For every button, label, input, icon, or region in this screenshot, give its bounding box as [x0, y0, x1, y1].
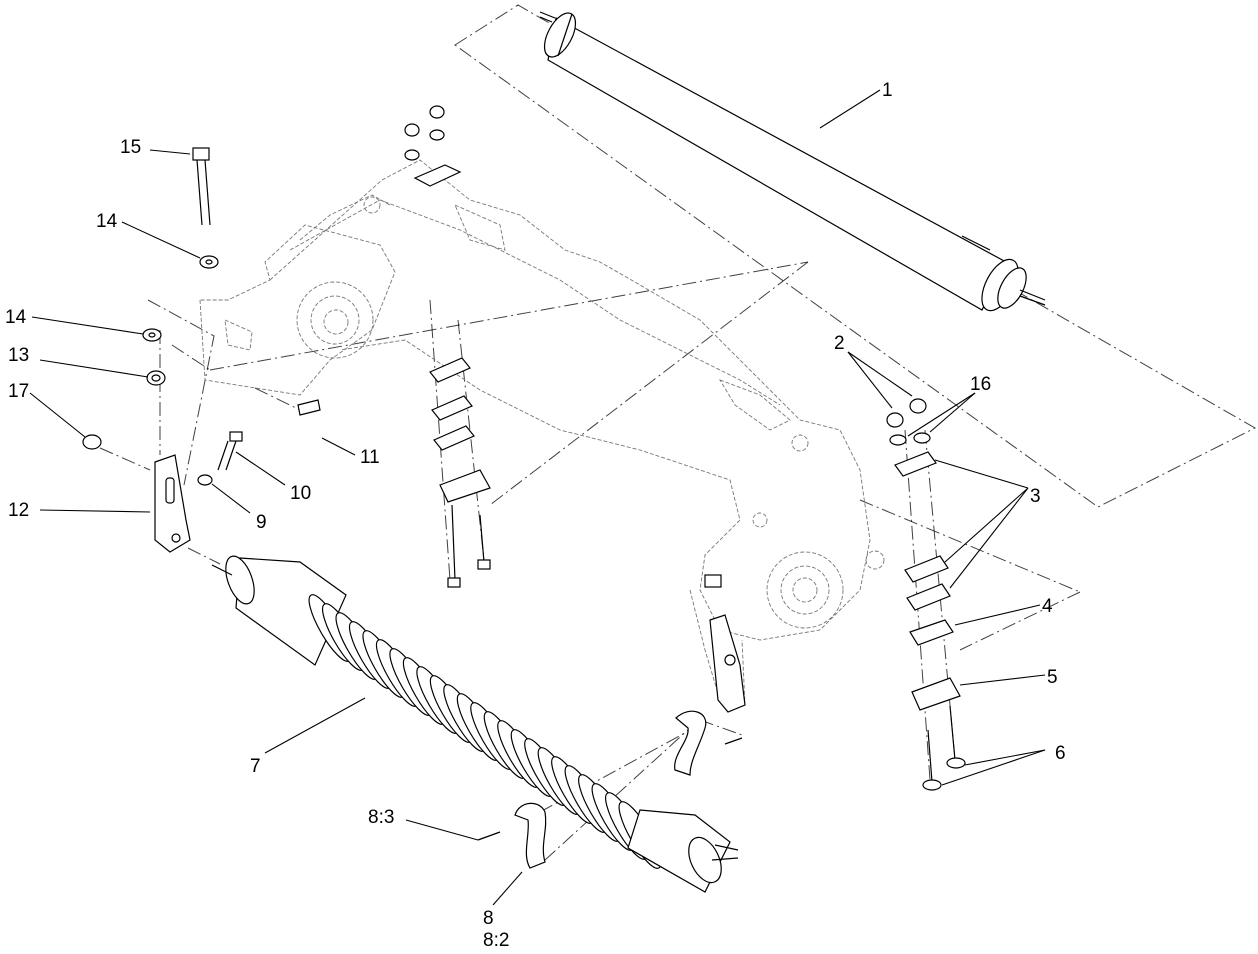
- callout-17: 17: [8, 381, 29, 402]
- callout-9: 9: [256, 512, 267, 533]
- right-bracket: [704, 574, 746, 713]
- callout-8: 8: [483, 908, 494, 929]
- callout-1: 1: [882, 80, 893, 101]
- front-roller: [539, 11, 1046, 312]
- callout-12: 12: [8, 500, 29, 521]
- callout-3: 3: [1030, 486, 1041, 507]
- shim-stacks: [413, 164, 966, 791]
- callout-8-3: 8:3: [368, 807, 394, 828]
- callout-14-upper: 14: [96, 211, 118, 232]
- leader-lines: [29, 89, 1046, 906]
- callout-4: 4: [1042, 596, 1053, 617]
- callout-11: 11: [360, 447, 380, 468]
- callout-2: 2: [834, 333, 845, 354]
- callout-5: 5: [1047, 667, 1058, 688]
- callout-6: 6: [1055, 743, 1066, 764]
- callout-15: 15: [120, 137, 141, 158]
- roller-spiral: [308, 594, 662, 869]
- left-bracket: [154, 454, 191, 553]
- callout-labels: 1 2 16 3 4 5 6 7 8:3 8 8:2 9 10 11 12 13…: [5, 80, 1066, 951]
- rear-roller: [211, 555, 739, 893]
- callout-7: 7: [250, 756, 261, 777]
- callout-13: 13: [8, 345, 29, 366]
- frame-ghost: [199, 159, 885, 706]
- bearing-halves: [514, 710, 707, 869]
- callout-10: 10: [290, 483, 311, 504]
- callout-14-lower: 14: [5, 307, 27, 328]
- callout-16: 16: [970, 374, 991, 395]
- callout-8-2: 8:2: [483, 930, 509, 951]
- hardware: [82, 105, 931, 841]
